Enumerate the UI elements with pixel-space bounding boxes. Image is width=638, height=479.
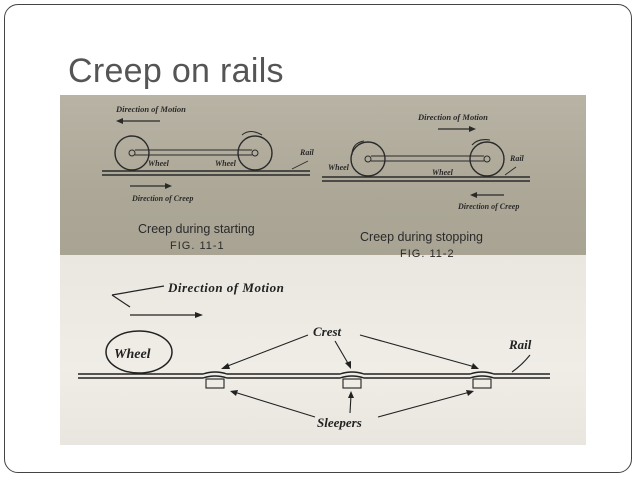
axle-left: [364, 155, 372, 163]
figure-crest-sleepers: Direction of Motion Wheel Crest Rail Sle…: [78, 280, 550, 430]
motion-pointer-tail: [111, 294, 131, 308]
crest-label: Crest: [313, 324, 342, 339]
wheel-left-label: Wheel: [148, 159, 170, 168]
axle-right: [483, 155, 491, 163]
motion-arrowhead: [469, 126, 476, 132]
wheel-left-circle: [114, 135, 150, 171]
sleeper-arrowhead-2: [348, 391, 354, 398]
rail-label: Rail: [299, 148, 315, 157]
sleeper-arrowhead-3: [466, 390, 474, 396]
rail-bottom-line: [78, 375, 550, 379]
rail-pointer: [504, 166, 517, 176]
caption-stopping: Creep during stopping: [360, 230, 483, 244]
motion-arrowhead: [195, 312, 203, 318]
wheel-right-circle: [469, 141, 505, 177]
wheel-label: Wheel: [114, 347, 151, 362]
crest-arrowhead-3: [471, 363, 479, 369]
sleepers-label: Sleepers: [317, 415, 362, 430]
sleeper-2: [342, 378, 362, 389]
sleeper-pointer-3: [377, 391, 471, 418]
sleeper-pointer-1: [233, 391, 316, 418]
figure-creep-stopping: Direction of Motion Wheel Wheel Rail Dir…: [322, 112, 530, 260]
creep-diagram: Direction of Motion Wheel Wheel Rail Dir…: [78, 104, 550, 430]
photo-bottom-panel: [60, 255, 586, 445]
axle-right: [251, 149, 259, 157]
wheel-right-circle: [237, 135, 273, 171]
motion-arrowhead: [116, 118, 123, 124]
rail-label: Rail: [509, 154, 525, 163]
creep-arrowhead: [470, 192, 477, 198]
sleeper-3: [472, 378, 492, 389]
sleeper-arrowhead-1: [230, 390, 238, 396]
fig-label-11-2: FIG. 11-2: [400, 248, 455, 260]
caption-starting: Creep during starting: [138, 222, 255, 236]
wheel-left-circle: [350, 141, 386, 177]
wheel-right-label: Wheel: [432, 168, 454, 177]
direction-of-motion-label: Direction of Motion: [115, 104, 186, 114]
direction-of-motion-label: Direction of Motion: [417, 112, 488, 122]
crest-pointer-1: [224, 334, 309, 368]
rotation-arrow-right: [471, 139, 491, 146]
direction-of-creep-label: Direction of Creep: [131, 194, 193, 203]
wheel-left-label: Wheel: [328, 163, 350, 172]
motion-pointer: [111, 285, 165, 296]
creep-arrowhead: [165, 183, 172, 189]
wheel-ellipse: [105, 330, 173, 374]
crest-pointer-2: [334, 340, 350, 366]
wheel-right-label: Wheel: [215, 159, 237, 168]
axle-left: [128, 149, 136, 157]
fig-label-11-1: FIG. 11-1: [170, 240, 225, 252]
direction-of-motion-label: Direction of Motion: [167, 280, 284, 295]
rotation-arrow-left: [351, 140, 365, 156]
crest-pointer-3: [359, 334, 476, 368]
rail-label: Rail: [508, 337, 532, 352]
figure-creep-starting: Direction of Motion Wheel Wheel Rail Dir…: [102, 104, 315, 252]
direction-of-creep-label: Direction of Creep: [457, 202, 519, 211]
rail-top-line: [78, 371, 550, 375]
crest-arrowhead-2: [345, 361, 351, 369]
textbook-photo: Direction of Motion Wheel Wheel Rail Dir…: [60, 95, 586, 445]
sleeper-1: [205, 378, 225, 389]
crest-arrowhead-1: [221, 363, 230, 369]
rail-pointer: [511, 354, 531, 373]
rail-pointer: [291, 160, 309, 170]
rotation-arrow: [241, 130, 263, 136]
slide-title: Creep on rails: [68, 52, 284, 90]
